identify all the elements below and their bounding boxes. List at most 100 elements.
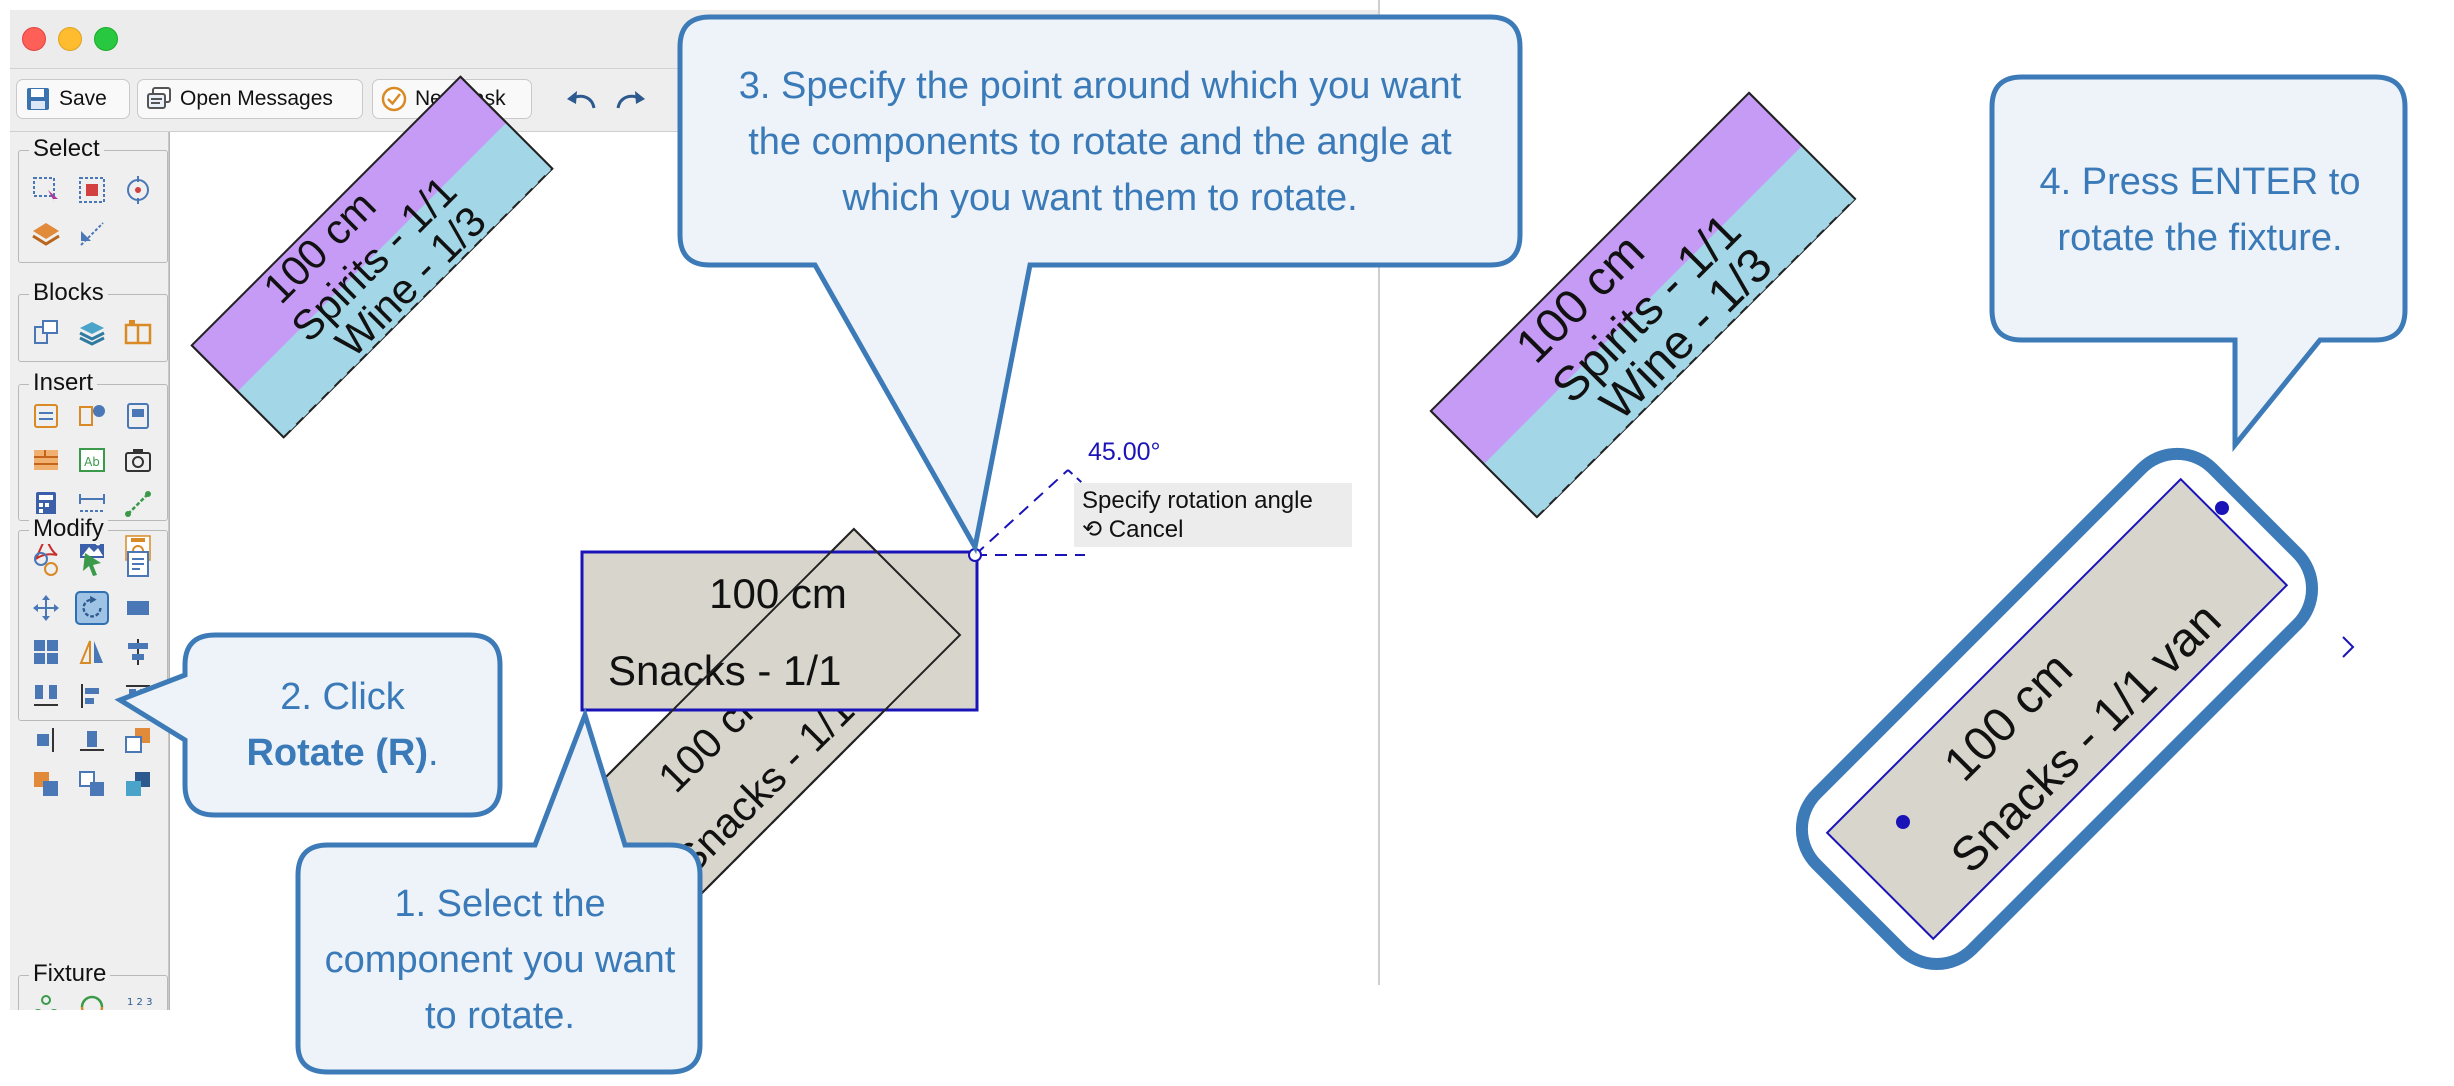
- insert-text-tool[interactable]: Ab: [75, 443, 109, 477]
- fixture-spirits-wine-left[interactable]: 100 cm Spirits - 1/1 Wine - 1/3: [190, 75, 555, 440]
- link-icon: [79, 405, 105, 426]
- insert-fixture-tool[interactable]: [29, 399, 63, 433]
- fixture-icon: [34, 404, 58, 428]
- redo-icon: [616, 91, 645, 109]
- open-messages-label: Open Messages: [180, 87, 333, 110]
- callout-step4: 4. Press ENTER to rotate the fixture.: [2039, 161, 2361, 259]
- callout-step3: 3. Specify the point around which you wa…: [738, 65, 1462, 219]
- modify-properties-tool[interactable]: [121, 547, 155, 581]
- messages-icon: [146, 86, 172, 112]
- modify-array-tool[interactable]: [29, 635, 63, 669]
- block-icon: [34, 320, 58, 344]
- distribute-icon: [34, 685, 58, 706]
- callout-step4-shape: [1989, 74, 2408, 453]
- save-button[interactable]: Save: [16, 79, 130, 119]
- modify-insert-space-tool[interactable]: [29, 723, 63, 757]
- select-window-tool[interactable]: [29, 173, 63, 207]
- move-arrows-icon: [33, 595, 59, 621]
- text-icon: Ab: [79, 448, 105, 472]
- refresh-icon: [80, 995, 104, 1010]
- modify-group-tool[interactable]: [29, 547, 63, 581]
- rotation-angle-readout: 45.00°: [1088, 438, 1161, 466]
- fixture-snacks-selected[interactable]: 100 cm Snacks - 1/1: [580, 550, 979, 712]
- fixture-group: Fixture 1 2 31→2: [18, 959, 168, 1010]
- insert-line-tool[interactable]: [121, 487, 155, 521]
- selection-handle-top[interactable]: [2215, 501, 2229, 515]
- modify-stack-tool[interactable]: [121, 767, 155, 801]
- modify-align-tool[interactable]: [121, 635, 155, 669]
- line-icon: [125, 491, 151, 517]
- select-crossing-tool[interactable]: [75, 173, 109, 207]
- select-path-tool[interactable]: [75, 217, 109, 251]
- align-bottom-icon: [80, 731, 104, 751]
- modify-send-back-tool[interactable]: [121, 723, 155, 757]
- save-icon: [25, 86, 51, 112]
- group-circles-icon: [34, 552, 58, 576]
- undo-icon: [567, 91, 596, 109]
- insert-linked-tool[interactable]: [75, 399, 109, 433]
- undo-button[interactable]: [564, 85, 598, 115]
- rotation-cancel-label: Cancel: [1108, 516, 1184, 543]
- modify-mirror-tool[interactable]: [75, 635, 109, 669]
- modify-move-tool[interactable]: [29, 591, 63, 625]
- rotation-angle-line: [974, 469, 1069, 556]
- zoom-window-button[interactable]: [94, 27, 118, 51]
- insert-photo-tool[interactable]: [121, 443, 155, 477]
- cabinet-icon: [127, 403, 149, 429]
- fixture-number-tool[interactable]: 1 2 31→2: [121, 990, 155, 1010]
- target-icon: [127, 176, 149, 204]
- modify-align-bottom-tool[interactable]: [75, 723, 109, 757]
- connect-nodes-icon: [35, 995, 57, 1010]
- callout-step1-shape: [295, 707, 703, 1075]
- numbering-icon: 1 2 31→2: [127, 997, 152, 1008]
- svg-text:Ab: Ab: [84, 455, 100, 469]
- insert-calculator-tool[interactable]: [29, 487, 63, 521]
- modify-distribute-tool[interactable]: [29, 679, 63, 713]
- block-insert-tool[interactable]: [29, 315, 63, 349]
- modify-bring-front-tool[interactable]: [29, 767, 63, 801]
- camera-icon: [125, 449, 151, 472]
- callout-step2-shape: [114, 632, 503, 818]
- rotate-tool[interactable]: [75, 591, 109, 625]
- send-back-icon: [125, 728, 150, 753]
- selection-handle-left[interactable]: [1896, 815, 1910, 829]
- modify-pick-tool[interactable]: [75, 547, 109, 581]
- rotate-command-name: Rotate (R): [246, 732, 428, 774]
- modify-order-tool[interactable]: [75, 767, 109, 801]
- fixture-connect-tool[interactable]: [29, 990, 63, 1010]
- callout-step3-shape: [677, 14, 1523, 555]
- blocks-group: Blocks: [18, 278, 168, 362]
- blocks-group-label: Blocks: [29, 278, 108, 308]
- fixture-line1-label: Snacks - 1/1: [608, 647, 841, 694]
- select-target-tool[interactable]: [121, 173, 155, 207]
- close-window-button[interactable]: [22, 27, 46, 51]
- properties-icon: [127, 551, 149, 577]
- insert-cabinet-tool[interactable]: [121, 399, 155, 433]
- modify-align-left-tool[interactable]: [75, 679, 109, 713]
- open-messages-button[interactable]: Open Messages: [137, 79, 363, 119]
- save-label: Save: [59, 87, 107, 110]
- shelf-icon: [124, 320, 152, 345]
- pointer-flag-icon: [83, 553, 101, 576]
- dimension-icon: [79, 494, 105, 512]
- callout-step2: 2. Click Rotate (R).: [190, 640, 495, 810]
- layers-icon: [32, 223, 60, 246]
- rotation-prompt: Specify rotation angle: [1082, 487, 1313, 514]
- insert-wall-tool[interactable]: [29, 443, 63, 477]
- callout-step2-line1: 2. Click: [280, 676, 405, 718]
- redo-button[interactable]: [614, 85, 648, 115]
- modify-group-label: Modify: [29, 514, 108, 544]
- select-group: Select: [18, 134, 168, 263]
- select-layer-tool[interactable]: [29, 217, 63, 251]
- order-icon: [79, 771, 104, 796]
- block-shelf-tool[interactable]: [121, 315, 155, 349]
- modify-stretch-tool[interactable]: [121, 591, 155, 625]
- callout-step1: 1. Select the component you want to rota…: [324, 883, 676, 1037]
- rotation-cancel-option[interactable]: ⟲ Cancel: [1082, 515, 1344, 544]
- minimize-window-button[interactable]: [58, 27, 82, 51]
- insert-dimension-tool[interactable]: [75, 487, 109, 521]
- align-center-icon: [128, 639, 148, 665]
- fixture-refresh-tool[interactable]: [75, 990, 109, 1010]
- block-library-tool[interactable]: [75, 315, 109, 349]
- array-icon: [34, 640, 58, 664]
